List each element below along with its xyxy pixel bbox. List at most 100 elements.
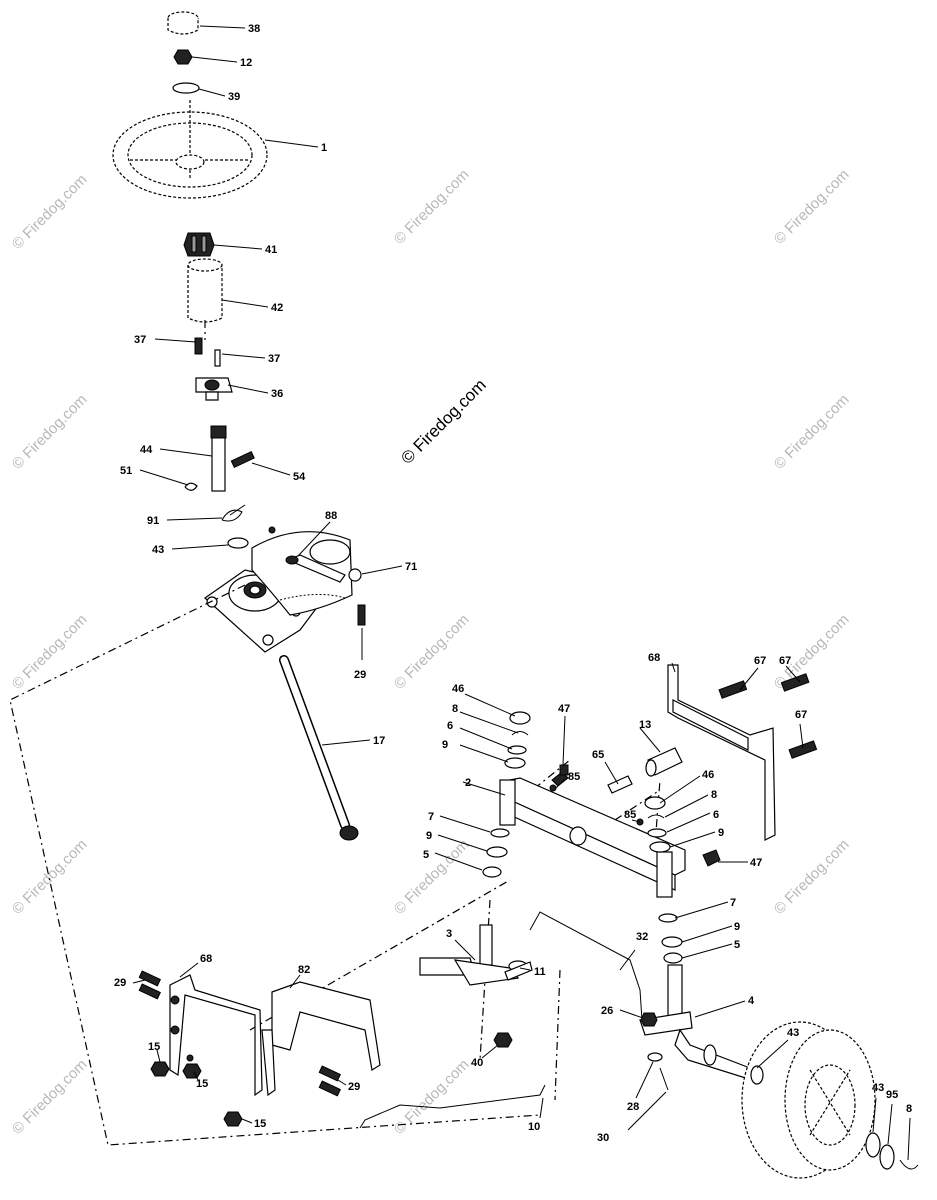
pinion-center <box>249 585 261 595</box>
callout-label: 1 <box>321 142 327 154</box>
pin-part <box>268 526 276 534</box>
washer-part <box>647 828 667 838</box>
leader-line <box>666 812 711 833</box>
washer-part <box>879 1144 895 1170</box>
adapter-part <box>183 232 215 257</box>
dash-connector <box>479 899 491 1061</box>
spindle-parts <box>359 911 753 1129</box>
leader-line <box>562 715 566 766</box>
callout-label: 42 <box>271 302 283 314</box>
gear-pivot-cover <box>309 539 351 565</box>
washer-part <box>504 757 526 769</box>
callout-label: 9 <box>442 739 448 751</box>
callout-label: 6 <box>447 720 453 732</box>
leader-line <box>199 25 246 29</box>
lower-bracket-parts <box>138 970 381 1127</box>
leader-line <box>361 565 403 575</box>
bolt-part <box>214 349 221 367</box>
callout-label: 43 <box>152 544 164 556</box>
watermark: © Firedog.com <box>391 836 473 918</box>
axle-spindle-tube <box>499 779 516 826</box>
leader-line <box>198 88 226 97</box>
pivot-boss <box>569 826 587 846</box>
nut-part <box>223 1111 243 1127</box>
callout-label: 85 <box>624 809 636 821</box>
callout-label: 82 <box>298 964 310 976</box>
spacer-part <box>187 265 223 323</box>
leader-line <box>213 244 263 250</box>
watermark: © Firedog.com <box>9 171 91 253</box>
arm-end <box>285 555 299 565</box>
callout-label: 51 <box>120 465 132 477</box>
callout-label: 15 <box>148 1041 160 1053</box>
callout-label: 2 <box>465 777 471 789</box>
leader-line <box>156 1049 161 1063</box>
callout-label: 67 <box>754 655 766 667</box>
bolt-part <box>138 983 161 1000</box>
leader-line <box>221 299 269 308</box>
leader-line <box>337 1079 347 1086</box>
callout-label: 46 <box>702 769 714 781</box>
leader-line <box>799 723 804 749</box>
callout-label: 88 <box>325 510 337 522</box>
flange-bore <box>204 379 220 391</box>
washer-part <box>172 82 200 94</box>
leader-line <box>179 962 199 978</box>
adapter-flute <box>191 235 197 253</box>
leader-line <box>227 384 269 394</box>
leader-line <box>635 1061 654 1099</box>
callout-label: 68 <box>200 953 212 965</box>
watermark: © Firedog.com <box>771 391 853 473</box>
callout-label: 29 <box>114 977 126 989</box>
ball-joint-part <box>339 825 359 841</box>
callout-label: 10 <box>528 1121 540 1133</box>
leader-line <box>251 462 291 476</box>
leader-line <box>681 925 733 943</box>
wheel-spokes <box>809 1069 851 1136</box>
leader-line <box>659 775 701 804</box>
dash-connector <box>249 879 511 1031</box>
washer-part <box>649 841 671 853</box>
leader-line <box>459 744 509 763</box>
leader-line <box>674 901 729 919</box>
bolt-part <box>318 1065 341 1082</box>
leader-line <box>907 1117 911 1161</box>
leader-line <box>639 727 661 753</box>
watermark: © Firedog.com <box>771 166 853 248</box>
bolt-part <box>194 337 203 355</box>
callout-label: 7 <box>428 811 434 823</box>
callout-label: 30 <box>597 1132 609 1144</box>
cap-part <box>644 796 666 810</box>
leader-line <box>785 665 801 683</box>
leader-line <box>627 1091 667 1131</box>
pin-part <box>659 1067 669 1091</box>
callout-label: 5 <box>734 939 740 951</box>
leader-line <box>289 974 301 989</box>
bolt-part <box>357 604 366 626</box>
leader-line <box>154 338 197 343</box>
bracket-hole <box>186 1054 194 1062</box>
washer-part <box>865 1132 881 1158</box>
bolt-part <box>348 568 362 582</box>
spindle-collar <box>703 1044 717 1066</box>
washer-part <box>486 846 508 858</box>
dash-connector <box>554 969 561 1101</box>
callout-label: 15 <box>196 1078 208 1090</box>
leader-line <box>132 979 146 984</box>
callout-label: 29 <box>354 669 366 681</box>
bolt-part <box>780 673 810 692</box>
callout-label: 38 <box>248 23 260 35</box>
callout-label: 67 <box>779 655 791 667</box>
shaft-spline <box>210 425 227 439</box>
callout-label: 8 <box>452 703 458 715</box>
clip-part <box>899 1159 919 1170</box>
leader-line <box>462 781 506 796</box>
tie-rod-part <box>529 911 643 1021</box>
leader-line <box>241 1118 253 1124</box>
callout-label: 95 <box>886 1089 898 1101</box>
nut-part <box>640 1012 658 1027</box>
watermark: © Firedog.com <box>9 391 91 473</box>
cap-part <box>509 711 531 725</box>
callout-label: 39 <box>228 91 240 103</box>
